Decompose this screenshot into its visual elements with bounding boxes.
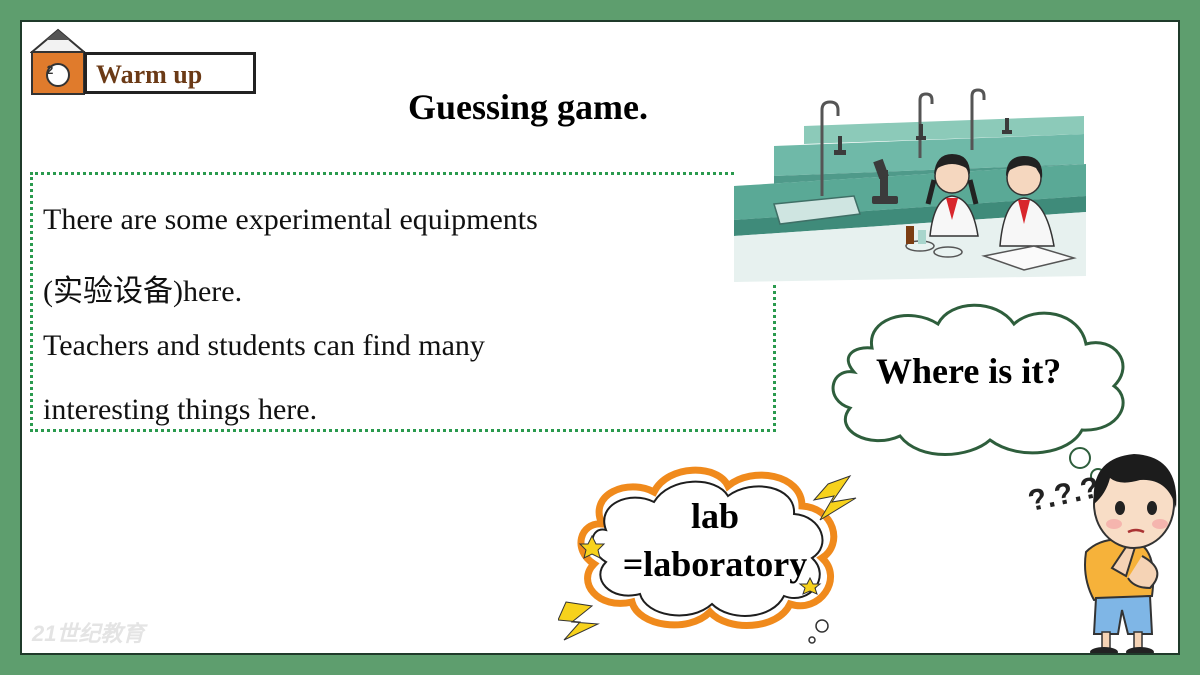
answer-cloud-bubble xyxy=(558,466,857,644)
section-header: Warm up xyxy=(84,52,256,94)
slide: 2 Warm up Guessing game. There are some … xyxy=(20,20,1180,655)
answer-text: lab =laboratory xyxy=(610,492,820,588)
page-title: Guessing game. xyxy=(408,87,649,127)
description-line: There are some experimental equipments xyxy=(43,203,538,236)
description-box: There are some experimental equipments (… xyxy=(30,172,776,432)
lab-classroom-illustration xyxy=(734,86,1086,282)
description-line: Teachers and students can find many xyxy=(43,329,485,362)
description-line: interesting things here. xyxy=(43,393,318,426)
thinking-boy-illustration xyxy=(1084,454,1177,653)
pencil-badge-icon xyxy=(30,28,86,95)
watermark-logo: 21世纪教育 xyxy=(32,621,145,646)
section-label: Warm up xyxy=(96,60,203,89)
section-number: 2 xyxy=(46,63,54,77)
question-cloud-bubble xyxy=(831,303,1125,490)
answer-line-1: lab xyxy=(690,496,740,536)
description-line: (实验设备)here. xyxy=(43,275,243,308)
answer-line-2: =laboratory xyxy=(622,544,808,584)
question-text: Where is it? xyxy=(876,351,1062,391)
